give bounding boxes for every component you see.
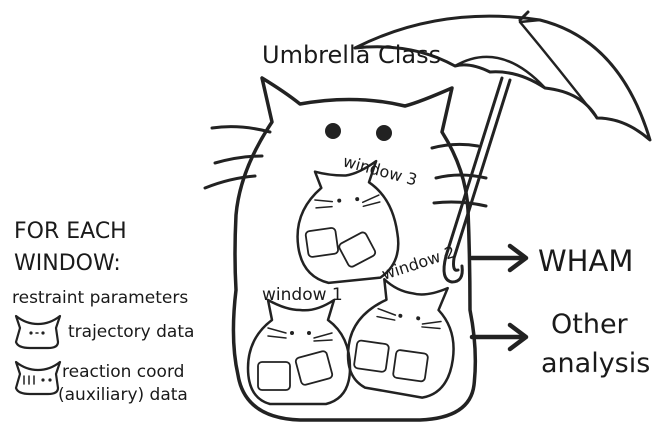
legend-heading-line2: WINDOW: — [14, 251, 121, 276]
legend-trajectory-data: trajectory data — [68, 322, 194, 342]
cat-eye-left — [325, 123, 341, 139]
legend-reaction-coord-line1: reaction coord — [62, 362, 184, 382]
umbrella-class-cat — [203, 76, 488, 422]
legend-reaction-coord-line2: (auxiliary) data — [58, 385, 188, 405]
cat-eye-right — [376, 125, 392, 141]
legend-heading-line1: FOR EACH — [14, 219, 127, 244]
trajectory-icon — [14, 314, 62, 350]
wham-label: WHAM — [538, 244, 633, 278]
window-3-label: window 3 — [341, 152, 419, 190]
window-cat-3 — [296, 159, 400, 285]
window-cat-1 — [246, 298, 352, 406]
reaction-coord-icon — [14, 360, 62, 396]
arrow-to-wham — [469, 243, 529, 273]
arrow-to-other-analysis — [469, 322, 529, 352]
window-cat-2 — [346, 277, 455, 399]
other-analysis-line1: Other — [551, 309, 629, 340]
legend: FOR EACH WINDOW: restraint parameters tr… — [12, 219, 194, 405]
umbrella-icon — [353, 10, 652, 284]
legend-restraint-parameters: restraint parameters — [12, 288, 188, 308]
diagram-title: Umbrella Class — [262, 41, 441, 69]
other-analysis-line2: analysis — [541, 348, 650, 379]
window-1-label: window 1 — [262, 285, 343, 305]
